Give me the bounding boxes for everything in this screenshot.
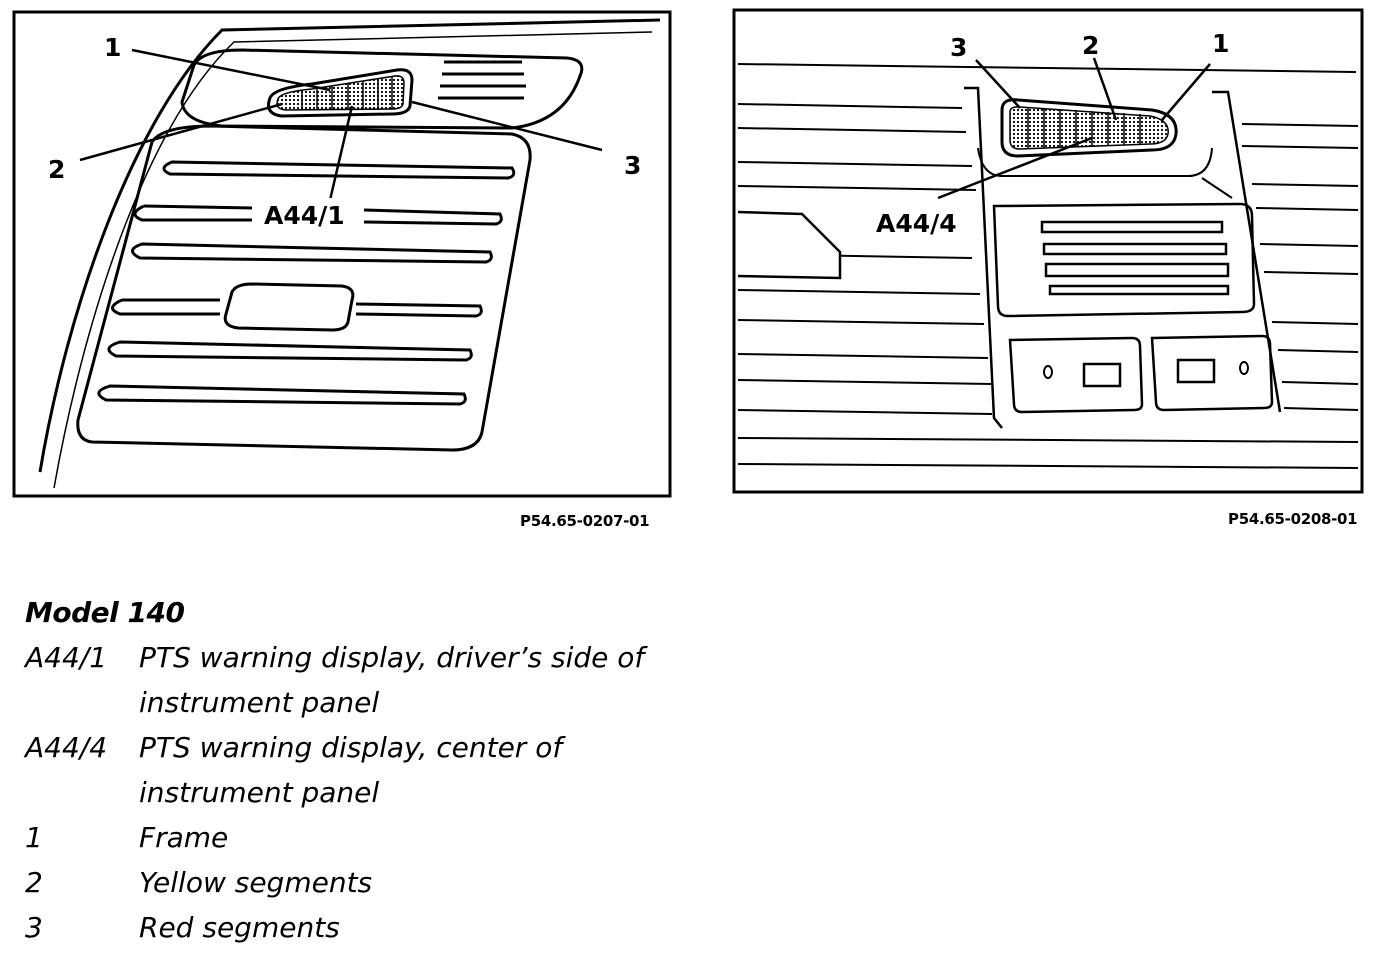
callout-1: 1 [1212,29,1229,58]
legend-desc-line: instrument panel [139,686,380,719]
vent-housing [76,124,532,452]
callout-1: 1 [104,33,121,62]
legend-desc: PTS warning display, driver’s side of in… [139,635,925,725]
driver-side-drawing: 1 2 3 A44/1 [12,10,672,498]
switch-panel-left [1008,336,1144,414]
legend-key: 1 [25,821,43,854]
legend-item: 3 Red segments [25,905,925,950]
console-right-edge [1212,90,1282,413]
upper-pod [180,48,584,130]
figure-frame [12,10,672,498]
pod-vent [438,60,526,100]
legend-desc: Frame [139,815,925,860]
part-label-bg [872,204,972,240]
callout-3: 3 [950,33,967,62]
console-left-edge [964,86,1003,429]
indicator-right [1239,361,1249,375]
dashboard-outline-inner [53,31,653,489]
part-label: A44/4 [876,209,957,238]
switch-panel-right [1150,334,1274,412]
legend-item: A44/1 PTS warning display, driver’s side… [25,635,925,725]
legend-desc-line: instrument panel [139,776,380,809]
callout-3: 3 [624,151,641,180]
legend-item: 2 Yellow segments [25,860,925,905]
pts-warning-display [1000,98,1178,158]
callout-2: 2 [1082,31,1099,60]
legend-key: A44/1 [25,641,108,674]
figure-code: P54.65-0208-01 [1228,510,1358,528]
center-vent-slats [1040,220,1230,296]
legend-desc-line: Red segments [139,911,340,944]
pts-warning-display [267,68,414,118]
legend-key: A44/4 [25,731,108,764]
vent-slats [97,160,516,406]
legend: Model 140 A44/1 PTS warning display, dri… [25,596,925,950]
switch-button-right [1176,358,1216,384]
legend-desc: Red segments [139,905,925,950]
console-upper [977,147,1213,177]
legend-desc: PTS warning display, center of instrumen… [139,725,925,815]
legend-desc-line: Yellow segments [139,866,373,899]
figure-code: P54.65-0207-01 [520,512,650,530]
figure-driver-side: 1 2 3 A44/1 [12,10,672,500]
callout-2: 2 [48,155,65,184]
legend-key: 2 [25,866,43,899]
legend-key: 3 [25,911,43,944]
legend-desc: Yellow segments [139,860,925,905]
legend-title: Model 140 [25,596,185,629]
switch-button-left [1082,362,1122,388]
legend-desc-line: Frame [139,821,229,854]
indicator-left [1043,365,1053,379]
figure-frame [732,8,1364,494]
center-vent [992,202,1256,318]
legend-desc-line: PTS warning display, driver’s side of [139,641,645,674]
leader-lines [937,57,1211,200]
center-drawing: 3 2 1 A44/4 [732,8,1364,494]
part-label-bg [262,198,362,232]
vent-knob [223,282,355,332]
part-label: A44/1 [264,201,345,230]
dashboard-lines [737,63,1359,469]
leader-lines [79,48,603,201]
dashboard-block [737,210,842,280]
figure-center: 3 2 1 A44/4 [732,8,1366,496]
legend-item: A44/4 PTS warning display, center of ins… [25,725,925,815]
legend-item: 1 Frame [25,815,925,860]
legend-desc-line: PTS warning display, center of [139,731,563,764]
